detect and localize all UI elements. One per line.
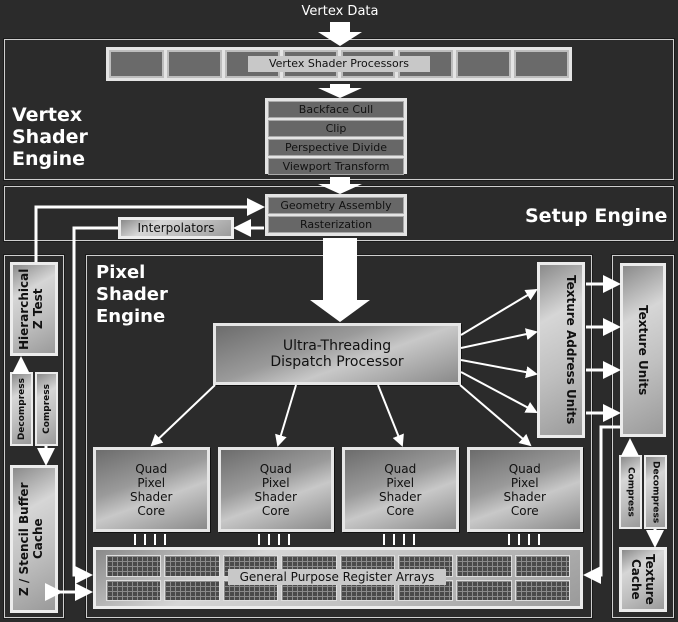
texture-address-units-box: Texture Address Units bbox=[537, 262, 585, 438]
setup-pipeline-stack: Geometry Assembly Rasterization bbox=[265, 194, 407, 236]
texture-units-box: Texture Units bbox=[620, 263, 666, 437]
title-line: Shader bbox=[96, 284, 168, 305]
vertex-shader-engine-title: Vertex Shader Engine bbox=[12, 104, 88, 170]
vertex-pipeline-stack: Backface Cull Clip Perspective Divide Vi… bbox=[265, 98, 407, 175]
register-arrays-label: General Purpose Register Arrays bbox=[228, 569, 446, 585]
vertex-processor-cell bbox=[456, 50, 512, 78]
texture-decompress-box: Decompress bbox=[644, 455, 667, 529]
register-block bbox=[514, 555, 570, 577]
register-block bbox=[456, 555, 512, 577]
label-line: Shader bbox=[254, 489, 297, 504]
vertex-shader-processors-label: Vertex Shader Processors bbox=[248, 56, 430, 72]
label-line: Shader bbox=[378, 489, 422, 504]
vertex-data-label: Vertex Data bbox=[301, 4, 379, 19]
title-line: Shader bbox=[12, 126, 88, 148]
label-line: Pixel bbox=[386, 475, 415, 490]
label-line: Core bbox=[137, 503, 166, 518]
title-line: Pixel bbox=[96, 262, 146, 283]
title-line: Engine bbox=[96, 306, 166, 327]
z-stencil-cache-label: Z / Stencil Buffer Cache bbox=[17, 482, 45, 596]
vertex-processor-cell bbox=[514, 50, 569, 78]
hierarchical-z-test-label: Hierarchical Z Test bbox=[17, 268, 45, 350]
texture-compress-label: Compress bbox=[625, 467, 636, 517]
z-compress-box: Compress bbox=[35, 372, 58, 446]
setup-engine-title: Setup Engine bbox=[525, 205, 668, 227]
texture-compress-box: Compress bbox=[619, 455, 642, 529]
label-line: Quad bbox=[135, 461, 168, 476]
hierarchical-z-test-box: Hierarchical Z Test bbox=[10, 262, 58, 356]
texture-units-label: Texture Units bbox=[636, 304, 650, 396]
texture-cache-label: Texture Cache bbox=[629, 554, 657, 605]
label-line: Shader bbox=[503, 489, 546, 504]
viewport-transform-stage: Viewport Transform bbox=[268, 158, 404, 175]
z-stencil-cache-box: Z / Stencil Buffer Cache bbox=[10, 465, 58, 613]
label-line: Core bbox=[386, 503, 415, 518]
rasterization-stage: Rasterization bbox=[268, 216, 404, 233]
texture-decompress-label: Decompress bbox=[650, 460, 661, 524]
geometry-assembly-stage: Geometry Assembly bbox=[268, 197, 404, 214]
z-decompress-box: Decompress bbox=[10, 372, 33, 446]
label-line: Pixel bbox=[510, 475, 539, 490]
perspective-divide-stage: Perspective Divide bbox=[268, 139, 404, 156]
register-block bbox=[164, 579, 220, 601]
z-decompress-label: Decompress bbox=[16, 377, 27, 441]
clip-stage: Clip bbox=[268, 120, 404, 137]
label-line: Quad bbox=[259, 461, 292, 476]
register-block bbox=[106, 579, 162, 601]
register-block bbox=[222, 579, 279, 601]
label-line: Pixel bbox=[137, 475, 166, 490]
register-block bbox=[339, 579, 395, 601]
ultra-threading-dispatch-processor: Ultra-Threading Dispatch Processor bbox=[213, 323, 461, 385]
vertex-processor-cell bbox=[109, 50, 164, 78]
dispatch-label-line: Ultra-Threading bbox=[282, 338, 392, 354]
label-line: Shader bbox=[129, 489, 173, 504]
z-unit-region bbox=[3, 254, 65, 619]
title-line: Engine bbox=[12, 148, 86, 170]
dispatch-label-line: Dispatch Processor bbox=[270, 354, 404, 370]
vertex-processor-cell bbox=[166, 50, 222, 78]
register-block bbox=[106, 555, 162, 577]
pixel-shader-engine-title: Pixel Shader Engine bbox=[96, 262, 168, 328]
register-block bbox=[164, 555, 220, 577]
label-line: Quad bbox=[508, 461, 541, 476]
label-line: Pixel bbox=[261, 475, 290, 490]
title-line: Vertex bbox=[12, 104, 83, 126]
label-line: Core bbox=[510, 503, 539, 518]
label-line: Core bbox=[261, 503, 290, 518]
register-block bbox=[514, 579, 570, 601]
label-line: Quad bbox=[384, 461, 417, 476]
register-block bbox=[456, 579, 512, 601]
z-compress-label: Compress bbox=[41, 384, 52, 434]
interpolators-box: Interpolators bbox=[118, 217, 234, 239]
register-block bbox=[397, 579, 454, 601]
backface-cull-stage: Backface Cull bbox=[268, 101, 404, 118]
texture-address-units-label: Texture Address Units bbox=[564, 275, 578, 425]
vertex-shader-processors bbox=[106, 47, 572, 81]
texture-cache-box: Texture Cache bbox=[619, 547, 667, 612]
